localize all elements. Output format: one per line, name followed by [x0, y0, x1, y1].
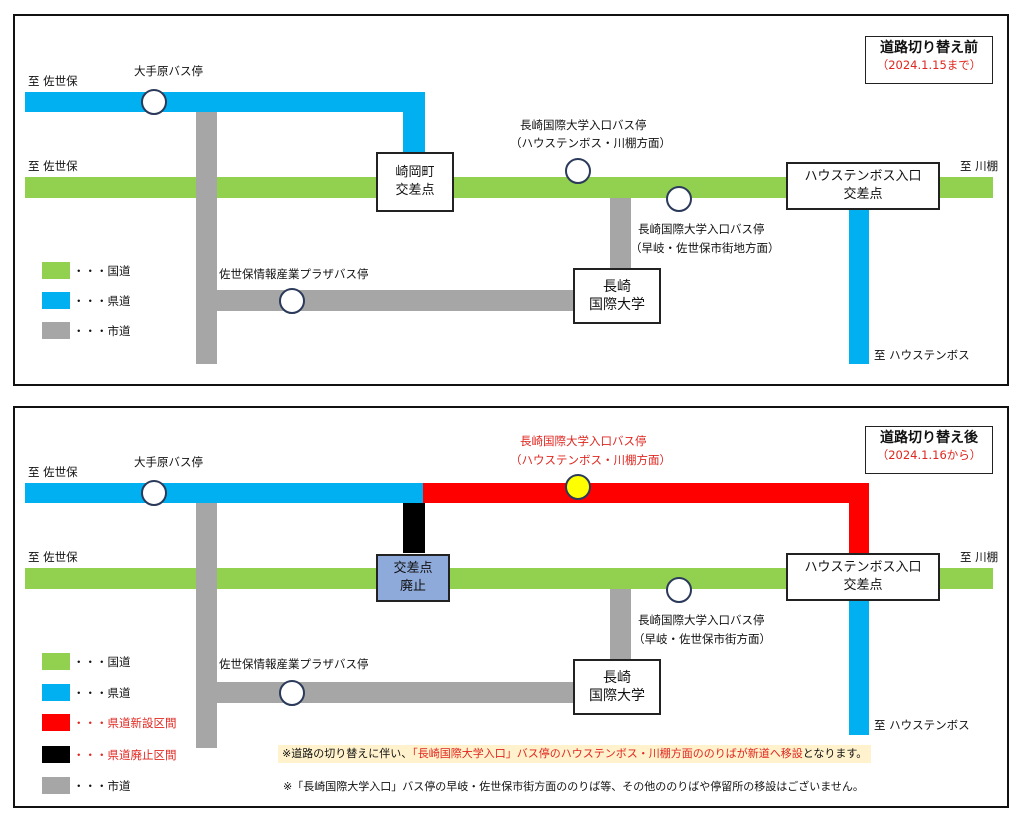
prefectural-road-top — [25, 483, 425, 503]
nias-stop-2-direction: （早岐・佐世保市街方面） — [633, 632, 771, 646]
htb-entrance-intersection-box: ハウステンボス入口 交差点 — [786, 162, 940, 210]
abolished-prefectural-section — [403, 503, 425, 553]
legend-label-national: ・・・国道 — [73, 264, 131, 278]
national-road — [25, 177, 993, 198]
nias-stop-2-label: 長崎国際大学入口バス停 — [638, 222, 765, 236]
legend-swatch-national — [42, 653, 70, 670]
after-period: （2024.1.16から） — [876, 448, 982, 462]
box-line-1: ハウステンボス入口 — [804, 560, 922, 575]
bus-stop-nias-haiki — [666, 577, 692, 603]
new-stop-direction: （ハウステンボス・川棚方面） — [510, 453, 671, 467]
sakioka-intersection-box: 崎岡町 交差点 — [376, 152, 454, 212]
bus-stop-nias-kawatana-new — [565, 474, 591, 500]
legend-swatch-new-section — [42, 714, 70, 731]
to-sasebo-top-label: 至 佐世保 — [28, 74, 78, 88]
before-period: （2024.1.15まで） — [876, 58, 982, 72]
prefectural-road-top — [25, 92, 425, 112]
legend-swatch-abolished-section — [42, 746, 70, 763]
box-line-1: 崎岡町 — [395, 165, 435, 180]
box-line-2: 交差点 — [843, 187, 883, 202]
box-line-2: 国際大学 — [589, 688, 645, 704]
otebaru-stop-label: 大手原バス停 — [134, 64, 203, 78]
box-line-2: 交差点 — [395, 183, 435, 198]
city-road-vertical-left — [196, 112, 217, 364]
national-road — [25, 568, 993, 589]
after-title: 道路切り替え後 — [880, 430, 978, 446]
bus-stop-plaza — [279, 288, 305, 314]
legend-swatch-prefectural — [42, 684, 70, 701]
box-line-1: ハウステンボス入口 — [804, 169, 922, 184]
bus-stop-nias-kawatana — [565, 158, 591, 184]
bus-stop-otebaru — [141, 89, 167, 115]
note-highlight: 「長崎国際大学入口」バス停のハウステンボス・川棚方面ののりばが新道へ移設 — [412, 747, 803, 760]
to-sasebo-mid-label: 至 佐世保 — [28, 550, 78, 564]
legend-swatch-prefectural — [42, 292, 70, 309]
after-title-box: 道路切り替え後 （2024.1.16から） — [865, 426, 993, 474]
city-road-university-spur — [610, 589, 631, 661]
no-other-changes-note: ※「長崎国際大学入口」バス停の早岐・佐世保市街方面ののりば等、その他ののりばや停… — [283, 780, 864, 793]
city-road-horizontal — [196, 290, 586, 311]
to-kawatana-label: 至 川棚 — [960, 550, 999, 564]
box-line-2: 廃止 — [399, 579, 426, 594]
prefectural-road-south — [849, 198, 869, 364]
university-box: 長崎 国際大学 — [573, 659, 661, 715]
legend-label-prefectural: ・・・県道 — [73, 294, 131, 308]
legend-label-city: ・・・市道 — [73, 779, 131, 793]
before-title: 道路切り替え前 — [880, 40, 978, 56]
plaza-stop-label: 佐世保情報産業プラザバス停 — [219, 657, 369, 671]
note-tail: となります。 — [802, 747, 868, 760]
htb-entrance-intersection-box: ハウステンボス入口 交差点 — [786, 553, 940, 601]
to-huis-ten-bosch-label: 至 ハウステンボス — [874, 348, 970, 362]
legend-swatch-city — [42, 322, 70, 339]
nias-stop-1-label: 長崎国際大学入口バス停 — [520, 118, 647, 132]
bus-stop-nias-haiki — [666, 186, 692, 212]
plaza-stop-label: 佐世保情報産業プラザバス停 — [219, 267, 369, 281]
relocation-note: ※道路の切り替えに伴い、「長崎国際大学入口」バス停のハウステンボス・川棚方面のの… — [278, 745, 872, 763]
legend-swatch-national — [42, 262, 70, 279]
legend-label-abolished-section: ・・・県道廃止区間 — [73, 748, 177, 762]
legend-label-prefectural: ・・・県道 — [73, 686, 131, 700]
new-prefectural-section-horizontal — [423, 483, 869, 503]
prefectural-road-south — [849, 589, 869, 735]
nias-stop-2-direction: （早岐・佐世保市街地方面） — [630, 241, 780, 255]
bus-stop-plaza — [279, 680, 305, 706]
city-road-vertical-left — [196, 503, 217, 748]
bus-stop-otebaru — [141, 480, 167, 506]
note-lead: ※道路の切り替えに伴い、 — [282, 747, 413, 760]
legend-label-national: ・・・国道 — [73, 655, 131, 669]
to-huis-ten-bosch-label: 至 ハウステンボス — [874, 718, 970, 732]
nias-stop-2-label: 長崎国際大学入口バス停 — [638, 613, 765, 627]
box-line-1: 交差点 — [393, 561, 433, 576]
to-kawatana-label: 至 川棚 — [960, 159, 999, 173]
university-box: 長崎 国際大学 — [573, 268, 661, 324]
before-map-panel: 崎岡町 交差点 ハウステンボス入口 交差点 長崎 国際大学 至 佐世保 至 佐世… — [13, 14, 1009, 386]
box-line-1: 長崎 — [603, 670, 631, 686]
new-stop-label: 長崎国際大学入口バス停 — [520, 434, 647, 448]
legend-label-new-section: ・・・県道新設区間 — [73, 716, 177, 730]
new-prefectural-section-vertical — [849, 483, 869, 563]
box-line-2: 国際大学 — [589, 297, 645, 313]
box-line-1: 長崎 — [603, 279, 631, 295]
box-line-2: 交差点 — [843, 578, 883, 593]
to-sasebo-mid-label: 至 佐世保 — [28, 159, 78, 173]
legend-label-city: ・・・市道 — [73, 324, 131, 338]
after-map-panel: 交差点 廃止 ハウステンボス入口 交差点 長崎 国際大学 至 佐世保 至 佐世保… — [13, 406, 1009, 808]
to-sasebo-top-label: 至 佐世保 — [28, 465, 78, 479]
closed-intersection-box: 交差点 廃止 — [376, 554, 450, 602]
before-title-box: 道路切り替え前 （2024.1.15まで） — [865, 36, 993, 84]
otebaru-stop-label: 大手原バス停 — [134, 455, 203, 469]
nias-stop-1-direction: （ハウステンボス・川棚方面） — [510, 136, 671, 150]
legend-swatch-city — [42, 777, 70, 794]
city-road-horizontal — [196, 682, 586, 703]
city-road-university-spur — [610, 198, 631, 270]
